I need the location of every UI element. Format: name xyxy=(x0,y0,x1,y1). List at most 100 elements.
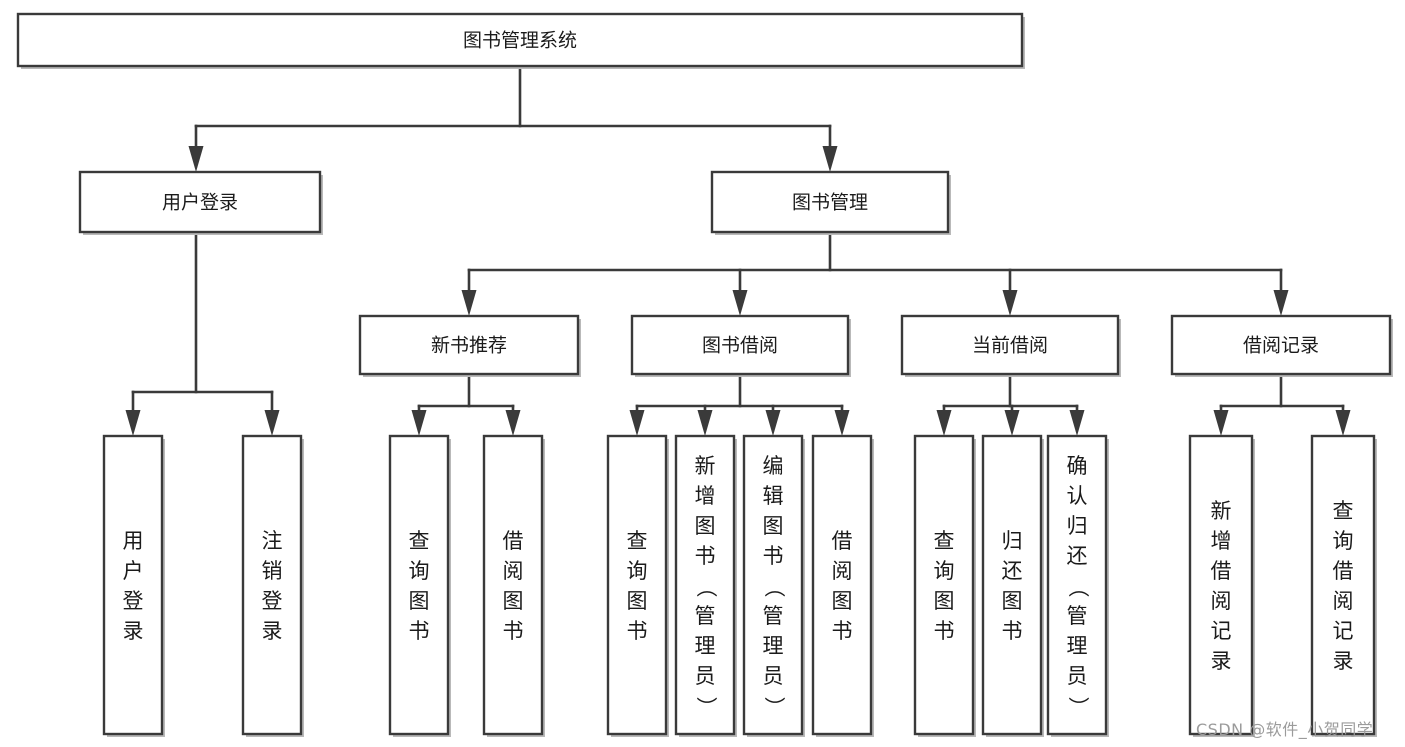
node-leaf-5-label-char: 理 xyxy=(695,634,716,658)
node-leaf-11-label-char: 阅 xyxy=(1211,589,1232,613)
node-leaf-4-label-char: 查 xyxy=(627,529,648,553)
node-level2-3-label: 借阅记录 xyxy=(1243,335,1319,357)
node-root-system-box[interactable] xyxy=(16,12,1024,68)
manage-drop-0-arrowhead xyxy=(461,290,477,316)
node-leaf-12-label-char: 借 xyxy=(1333,559,1354,583)
node-leaf-3-label-char: 图 xyxy=(503,589,524,613)
node-leaf-11-label-char: 新 xyxy=(1211,499,1232,523)
manage-drop-3-arrowhead xyxy=(1273,290,1289,316)
node-level1-0-box[interactable] xyxy=(78,170,322,234)
login-drop-0-arrowhead xyxy=(125,410,141,436)
node-level1-1[interactable]: 图书管理 xyxy=(710,170,951,235)
node-leaf-9-label-char: 归 xyxy=(1002,529,1023,553)
node-leaf-12-box[interactable] xyxy=(1310,434,1376,736)
node-root-system[interactable]: 图书管理系统 xyxy=(16,12,1025,69)
node-leaf-7-box[interactable] xyxy=(811,434,873,736)
group-drop-3-arrowhead xyxy=(697,410,713,436)
node-level2-2-box[interactable] xyxy=(900,314,1120,376)
group-drop-8-arrowhead xyxy=(1069,410,1085,436)
node-level1-0[interactable]: 用户登录 xyxy=(78,170,323,235)
node-leaf-4-label-char: 书 xyxy=(627,619,648,643)
node-level2-1-box[interactable] xyxy=(630,314,850,376)
node-level2-2[interactable]: 当前借阅 xyxy=(900,314,1121,377)
node-level2-3-box[interactable] xyxy=(1170,314,1392,376)
group-drop-9-arrowhead xyxy=(1213,410,1229,436)
node-leaf-7-label-char: 书 xyxy=(832,619,853,643)
node-leaf-10-label-char: 认 xyxy=(1067,484,1088,508)
node-leaf-0-box[interactable] xyxy=(102,434,164,736)
node-leaf-2-label-char: 图 xyxy=(409,589,430,613)
node-leaf-5-label-char: 员 xyxy=(695,664,716,688)
node-level2-0[interactable]: 新书推荐 xyxy=(358,314,581,377)
node-leaf-6-label-char: 辑 xyxy=(763,484,784,508)
node-leaf-5-box[interactable] xyxy=(674,434,736,736)
node-leaf-11-box[interactable] xyxy=(1188,434,1254,736)
node-leaf-0[interactable]: 用户登录 xyxy=(102,434,165,737)
node-leaf-5-label-char: （ xyxy=(694,577,718,598)
node-leaf-11-label-char: 借 xyxy=(1211,559,1232,583)
root-drop-1-arrowhead xyxy=(822,146,838,172)
node-layer: 图书管理系统用户登录图书管理新书推荐图书借阅当前借阅借阅记录用户登录注销登录查询… xyxy=(16,12,1393,737)
node-leaf-11-label-char: 增 xyxy=(1211,529,1232,553)
manage-drop-1-arrowhead xyxy=(732,290,748,316)
node-leaf-6-label-char: 管 xyxy=(763,604,784,628)
node-leaf-9-label-char: 还 xyxy=(1002,559,1023,583)
node-leaf-6-label-char: 编 xyxy=(763,454,784,478)
node-level2-0-box[interactable] xyxy=(358,314,580,376)
node-level2-3[interactable]: 借阅记录 xyxy=(1170,314,1393,377)
node-leaf-9-label-char: 图 xyxy=(1002,589,1023,613)
node-leaf-3-box[interactable] xyxy=(482,434,544,736)
node-leaf-4-box[interactable] xyxy=(606,434,668,736)
group-drop-6-arrowhead xyxy=(936,410,952,436)
node-leaf-10-box[interactable] xyxy=(1046,434,1108,736)
node-leaf-8-label-char: 图 xyxy=(934,589,955,613)
node-leaf-7-label-char: 图 xyxy=(832,589,853,613)
node-leaf-6-box[interactable] xyxy=(742,434,804,736)
node-leaf-5-label-char: 管 xyxy=(695,604,716,628)
node-leaf-1-box[interactable] xyxy=(241,434,303,736)
node-level1-1-label: 图书管理 xyxy=(792,192,868,214)
node-leaf-9-box[interactable] xyxy=(981,434,1043,736)
node-leaf-8-label-char: 书 xyxy=(934,619,955,643)
group-drop-0-arrowhead xyxy=(411,410,427,436)
node-leaf-8-box[interactable] xyxy=(913,434,975,736)
node-leaf-6-label-char: 图 xyxy=(763,514,784,538)
node-leaf-1-label-char: 登 xyxy=(262,589,283,613)
node-leaf-7-label-char: 借 xyxy=(832,529,853,553)
node-leaf-6-label-char: 员 xyxy=(763,664,784,688)
node-leaf-12-label-char: 查 xyxy=(1333,499,1354,523)
node-leaf-8-label-char: 询 xyxy=(934,559,955,583)
node-leaf-6-label-char: 理 xyxy=(763,634,784,658)
node-level2-1[interactable]: 图书借阅 xyxy=(630,314,851,377)
manage-drop-2-arrowhead xyxy=(1002,290,1018,316)
node-leaf-2-box[interactable] xyxy=(388,434,450,736)
node-leaf-10-label-char: 还 xyxy=(1067,544,1088,568)
node-leaf-0-label-char: 用 xyxy=(123,529,144,553)
node-leaf-12-label-char: 录 xyxy=(1333,649,1354,673)
node-leaf-8-label-char: 查 xyxy=(934,529,955,553)
group-drop-4-arrowhead xyxy=(765,410,781,436)
node-level1-1-box[interactable] xyxy=(710,170,950,234)
group-drop-5-arrowhead xyxy=(834,410,850,436)
node-level1-0-label: 用户登录 xyxy=(162,192,238,214)
node-leaf-10-label-char: （ xyxy=(1066,577,1090,598)
node-leaf-5-label-char: 书 xyxy=(695,544,716,568)
node-leaf-10-label-char: 员 xyxy=(1067,664,1088,688)
node-leaf-6-label-char: 书 xyxy=(763,544,784,568)
node-leaf-1-label-char: 销 xyxy=(262,559,283,583)
node-leaf-12-label-char: 记 xyxy=(1333,619,1354,643)
csdn-watermark: CSDN @软件_小贺同学 xyxy=(1196,720,1374,739)
